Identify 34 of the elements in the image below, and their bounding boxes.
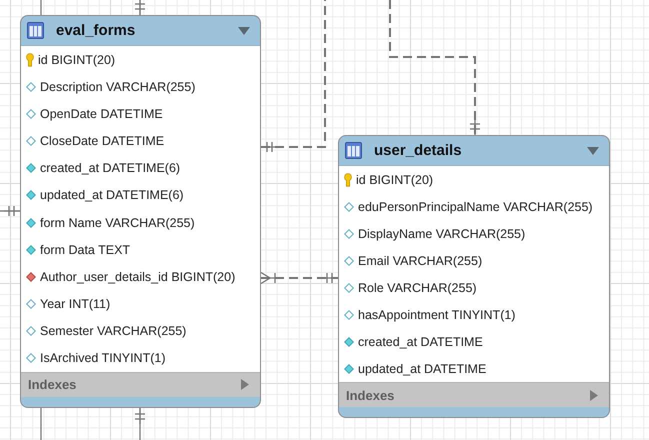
column-definition: Email VARCHAR(255) — [358, 254, 482, 268]
column-definition: IsArchived TINYINT(1) — [40, 351, 166, 366]
column-definition: OpenDate DATETIME — [40, 106, 163, 121]
column-definition: created_at DATETIME(6) — [40, 161, 180, 176]
relationship-line — [389, 0, 481, 136]
column-definition: hasAppointment TINYINT(1) — [358, 308, 516, 322]
column-definition: updated_at DATETIME(6) — [40, 188, 184, 202]
relationship-line — [134, 407, 146, 440]
column-definition: Author_user_details_id BIGINT(20) — [40, 270, 236, 284]
table-name: user_details — [374, 142, 462, 159]
column-definition: updated_at DATETIME — [358, 362, 486, 376]
column-definition: form Name VARCHAR(255) — [40, 216, 195, 230]
column-definition: Description VARCHAR(255) — [40, 80, 196, 94]
column-definition: form Data TEXT — [40, 242, 130, 257]
relationship-line — [260, 272, 339, 284]
relationship-line — [0, 205, 21, 217]
column-definition: created_at DATETIME — [358, 334, 483, 348]
column-definition: Semester VARCHAR(255) — [40, 324, 186, 338]
relationship-line — [40, 408, 42, 440]
column-definition: eduPersonPrincipalName VARCHAR(255) — [358, 200, 593, 214]
entity-table — [338, 135, 610, 418]
table-name: eval_forms — [56, 22, 136, 39]
column-definition: id BIGINT(20) — [356, 172, 434, 186]
indexes-label: Indexes — [28, 377, 76, 392]
indexes-label: Indexes — [346, 388, 394, 402]
column-definition: DisplayName VARCHAR(255) — [358, 226, 526, 240]
relationship-line — [134, 0, 146, 16]
column-definition: Year INT(11) — [40, 296, 110, 311]
column-definition: id BIGINT(20) — [38, 52, 116, 67]
relationship-line — [260, 0, 326, 153]
entity-table — [20, 15, 261, 408]
column-definition: Role VARCHAR(255) — [358, 280, 477, 294]
relationship-line — [40, 0, 42, 15]
column-definition: CloseDate DATETIME — [40, 134, 164, 148]
